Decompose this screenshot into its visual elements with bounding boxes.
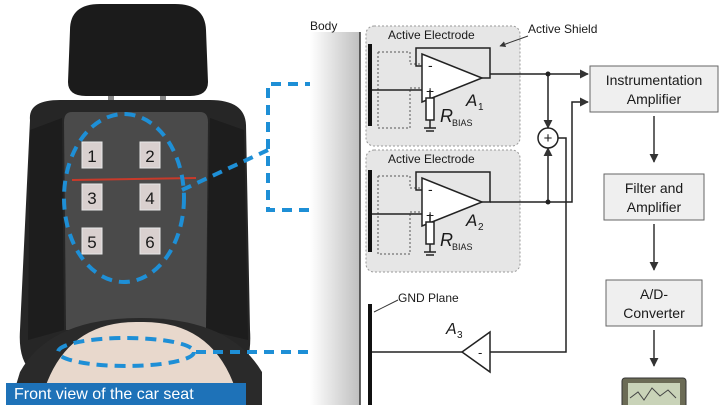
photo-caption: Front view of the car seat (14, 386, 194, 403)
electrode-plate-2 (368, 170, 372, 252)
active-electrode-2-label: Active Electrode (388, 152, 475, 166)
amp-a3-letter: A (445, 321, 457, 338)
wiring-ae1 (372, 47, 491, 132)
electrode-1-label: 1 (87, 147, 96, 166)
gnd-plane-pointer (373, 299, 399, 313)
wiring-outputs (372, 69, 589, 353)
shield-outline-2b (378, 175, 420, 189)
active-shield-label: Active Shield (528, 22, 597, 36)
summer-node (537, 127, 559, 149)
amp-a2-sub: 2 (478, 222, 484, 233)
electrode-4: 4 (139, 183, 161, 211)
rbias-1-letter: R (440, 106, 453, 126)
electrode-3: 3 (81, 183, 103, 211)
seat-left-bolster (28, 118, 64, 340)
rbias-2-letter: R (440, 230, 453, 250)
electrode-3-label: 3 (87, 189, 96, 208)
seat-gnd-highlight (56, 336, 196, 368)
electrode-6-label: 6 (145, 233, 154, 252)
photo-caption-box (6, 383, 246, 405)
gnd-plane-label: GND Plane (398, 291, 459, 305)
electrode-1: 1 (81, 141, 103, 169)
connector-arrows (181, 82, 315, 354)
ad-converter-line1: A/D- (640, 286, 668, 302)
back-electrodes-highlight (62, 112, 186, 284)
electrode-2-label: 2 (145, 147, 154, 166)
connector-bracket (266, 82, 315, 212)
seat-seam (71, 177, 197, 181)
rbias-1-sub: BIAS (452, 118, 473, 128)
svg-text:-: - (428, 181, 433, 197)
opamp-a3 (460, 330, 491, 374)
ad-converter-block (605, 279, 703, 327)
electrode-6: 6 (139, 227, 161, 255)
electrode-4-label: 4 (145, 189, 154, 208)
junction-dot-2 (545, 199, 551, 205)
amp-a1-sub: 1 (478, 102, 484, 113)
instrumentation-amplifier-line2: Amplifier (627, 91, 682, 107)
rbias-2-sub: BIAS (452, 242, 473, 252)
summer-symbol: + (544, 130, 553, 147)
amp-a2-letter: A (465, 211, 477, 230)
body-label: Body (310, 19, 337, 33)
active-shield-pointer (499, 35, 529, 48)
electrode-5: 5 (81, 227, 103, 255)
instrumentation-amplifier-line1: Instrumentation (606, 72, 703, 88)
headrest (68, 4, 208, 96)
amp-a3-sub: 3 (457, 330, 463, 341)
opamp-a3-minus: - (478, 345, 482, 360)
instrumentation-amplifier-block (589, 65, 719, 113)
ad-converter-line2: Converter (623, 305, 685, 321)
junction-dot-1 (545, 71, 551, 77)
active-electrode-1-label: Active Electrode (388, 28, 475, 42)
electrode-5-label: 5 (87, 233, 96, 252)
amp-a1-letter: A (465, 91, 477, 110)
svg-text:-: - (428, 57, 433, 73)
electrode-plate-1 (368, 44, 372, 126)
filter-amplifier-line1: Filter and (625, 180, 683, 196)
wiring-ae2 (372, 171, 491, 256)
connector-diagonal (181, 148, 269, 192)
filter-amplifier-line2: Amplifier (627, 199, 682, 215)
display-device (621, 377, 687, 405)
filter-amplifier-block (603, 173, 705, 221)
electrode-2: 2 (139, 141, 161, 169)
gnd-plane-plate (368, 304, 372, 405)
body-region (310, 32, 360, 405)
shield-outline-1b (378, 51, 420, 65)
